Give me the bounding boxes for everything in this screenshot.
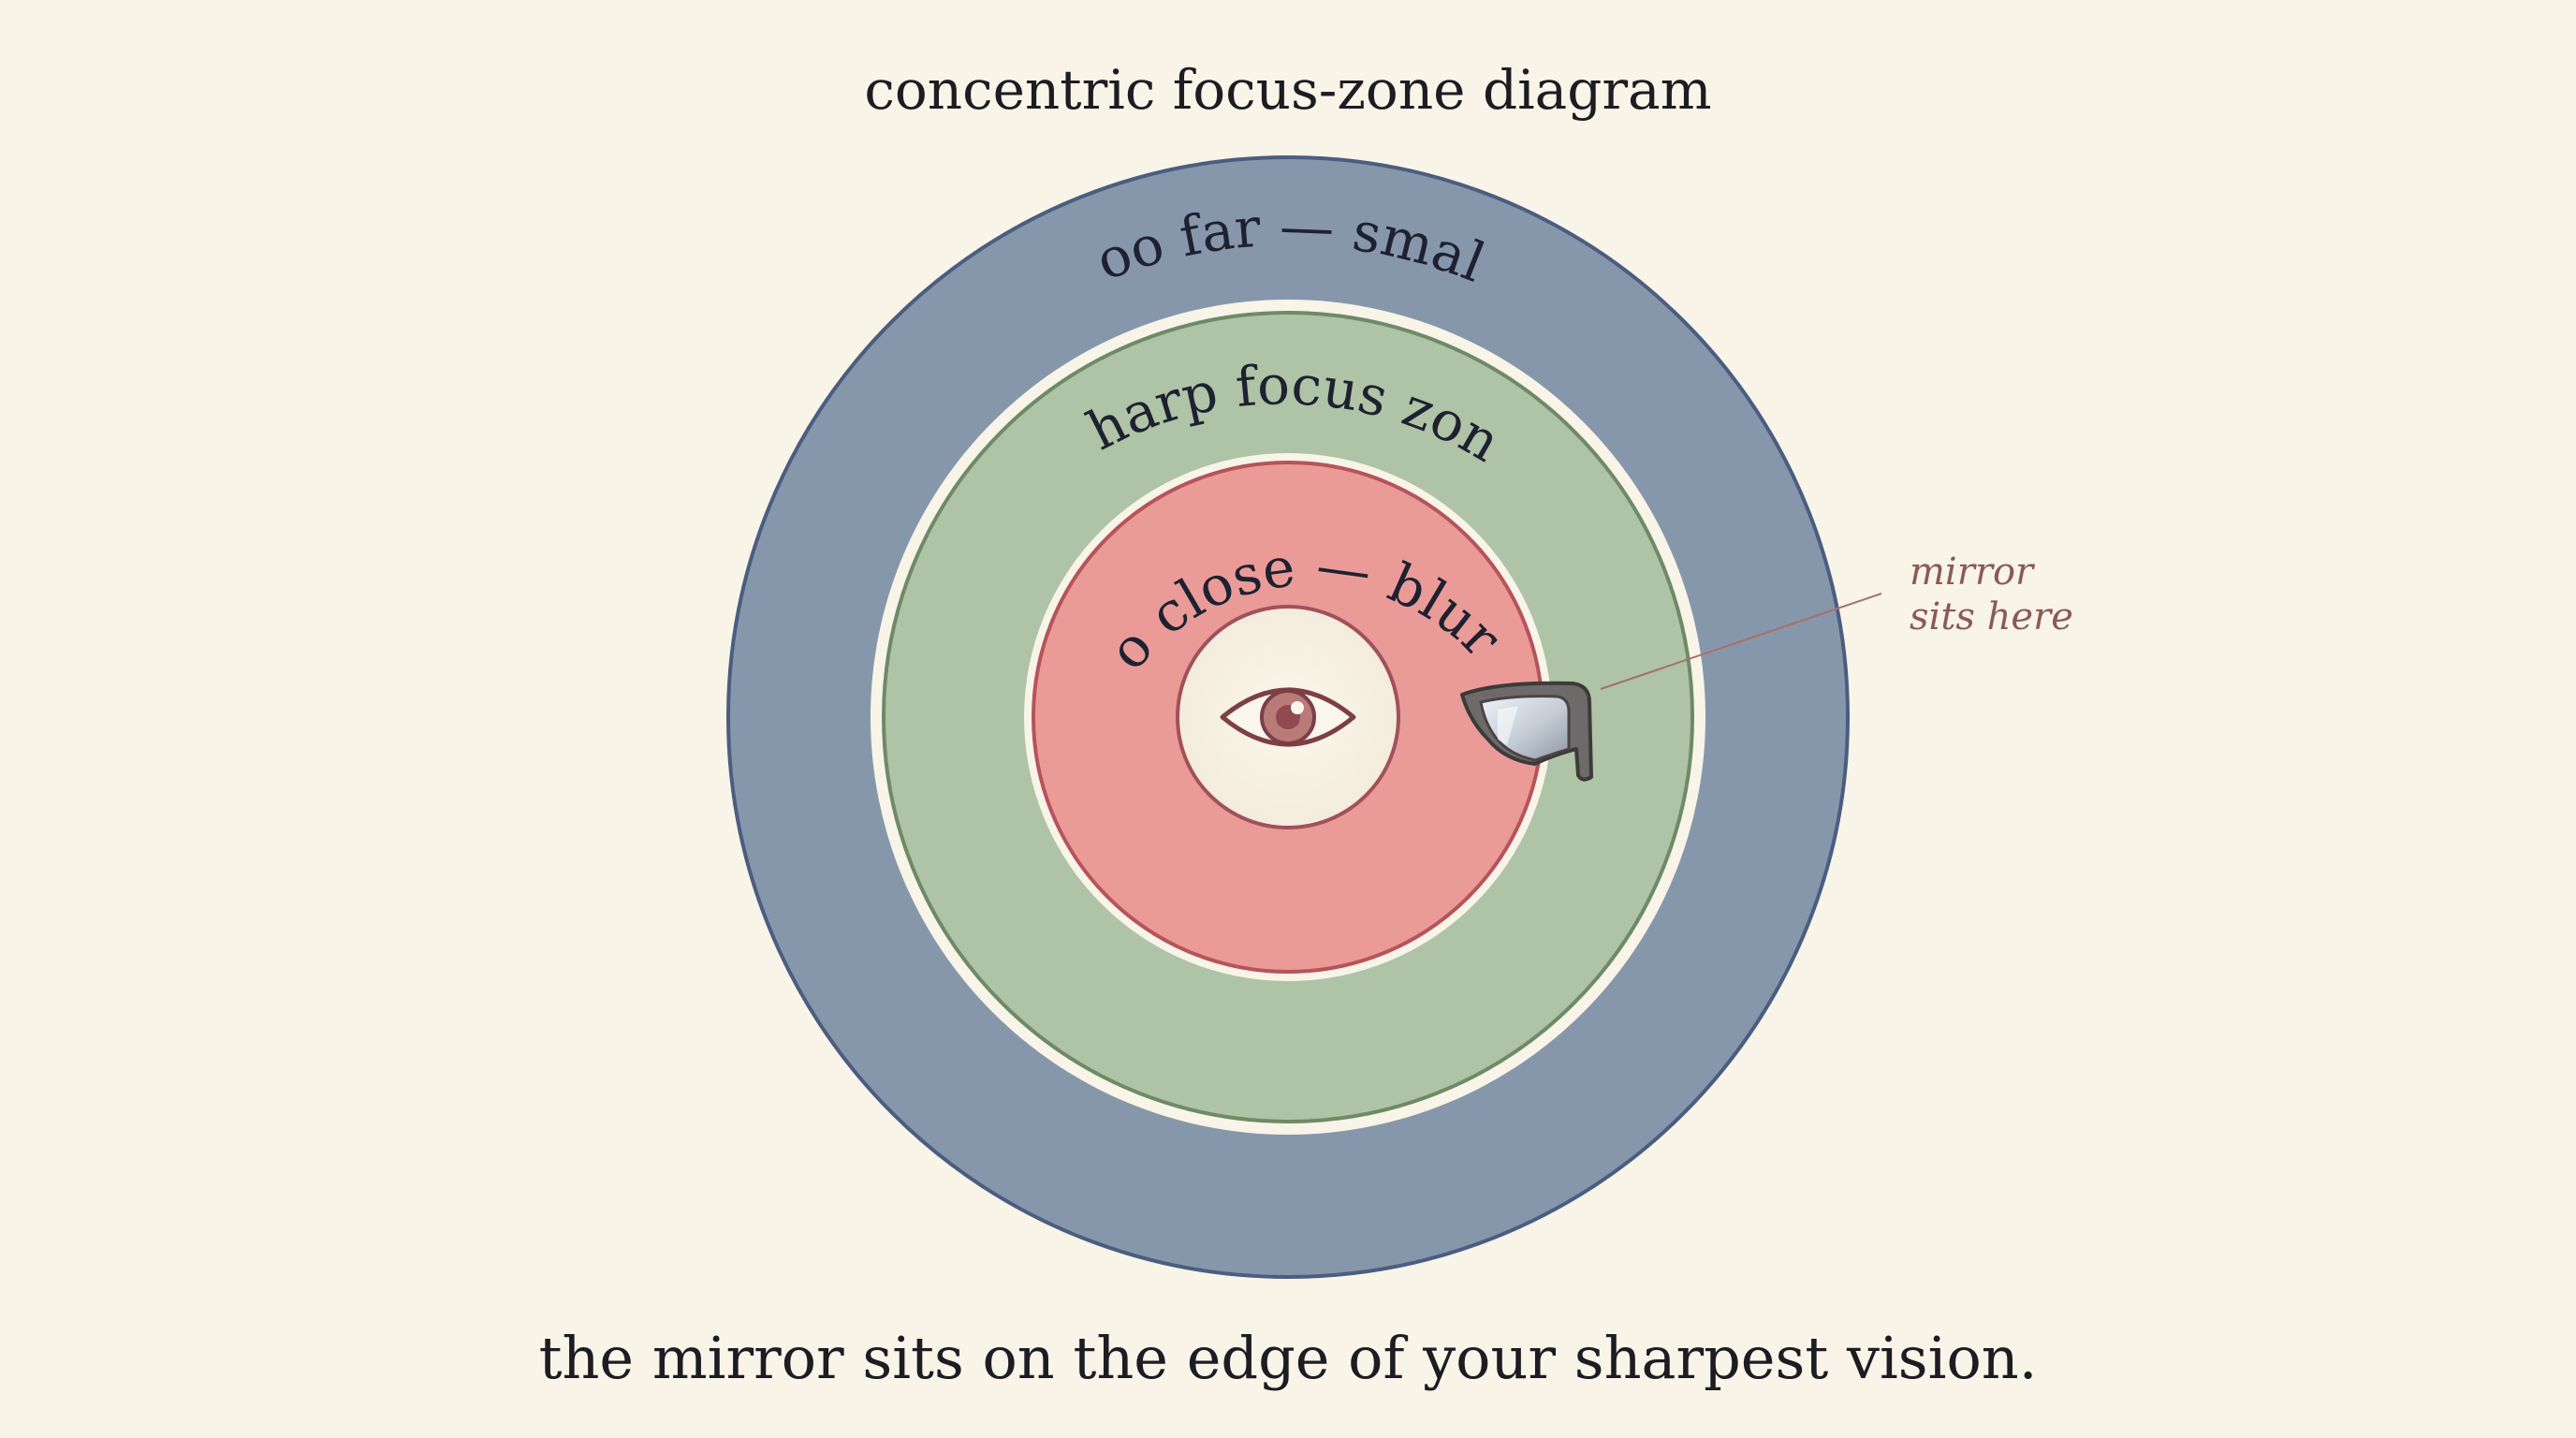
side-mirror-icon bbox=[1460, 681, 1593, 782]
diagram-caption: the mirror sits on the edge of your shar… bbox=[539, 1324, 2038, 1392]
eye-icon bbox=[1220, 687, 1356, 747]
zone-too-far-label: too far — small bbox=[0, 0, 1493, 295]
annotation-leader-line bbox=[1600, 593, 1882, 690]
diagram-title: concentric focus-zone diagram bbox=[864, 58, 1711, 122]
annotation-text-mirror: mirror bbox=[1910, 550, 2036, 594]
annotation-text-sits-here: sits here bbox=[1910, 595, 2073, 638]
